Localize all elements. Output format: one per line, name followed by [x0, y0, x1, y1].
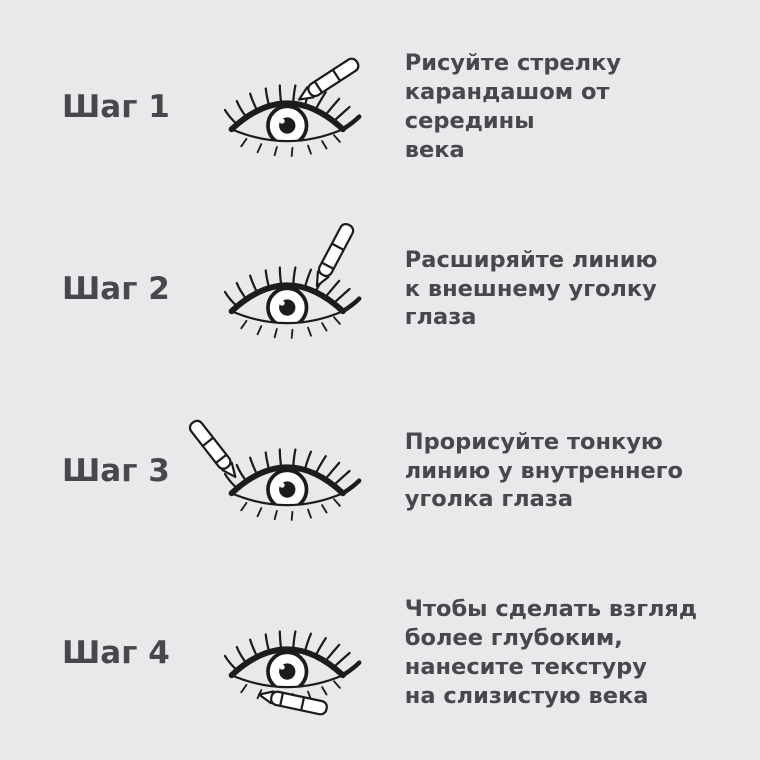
- step-4-description: Чтобы сделать взгляд более глубоким, нан…: [404, 596, 698, 709]
- step-1-label: Шаг 1: [62, 89, 170, 125]
- step-row-3: Шаг 3 Прорисуйте тонкую линию у внутренн…: [0, 382, 760, 560]
- step-4-label: Шаг 4: [62, 635, 170, 671]
- step-row-2: Шаг 2 Расширяйте линию к внешнему уголку…: [0, 200, 760, 378]
- eye-with-pencil-icon: [176, 220, 399, 378]
- step-2-description: Расширяйте линию к внешнему уголку глаза: [404, 246, 658, 331]
- eye-with-pencil-icon: [186, 417, 399, 560]
- step-1-description: Рисуйте стрелку карандашом от середины в…: [404, 50, 622, 163]
- eye-with-pencil-icon: [176, 55, 399, 196]
- pencil-icon: [186, 417, 242, 483]
- step-3-description: Прорисуйте тонкую линию у внутреннего уг…: [404, 428, 683, 513]
- pencil-icon: [294, 55, 362, 107]
- pencil-icon: [309, 220, 357, 291]
- pencil-icon: [256, 686, 330, 717]
- step-1-illustration: [170, 18, 405, 196]
- step-2-label: Шаг 2: [62, 271, 170, 307]
- step-3-illustration: [170, 382, 405, 560]
- step-row-1: Шаг 1 Рисуйте стрелку карандашом от сере…: [0, 18, 760, 196]
- step-2-illustration: [170, 200, 405, 378]
- step-4-illustration: [170, 564, 405, 742]
- step-3-label: Шаг 3: [62, 453, 170, 489]
- step-row-4: Шаг 4 Чтобы сделать взгляд более глубоки…: [0, 564, 760, 742]
- eye-with-pencil-icon: [176, 564, 399, 717]
